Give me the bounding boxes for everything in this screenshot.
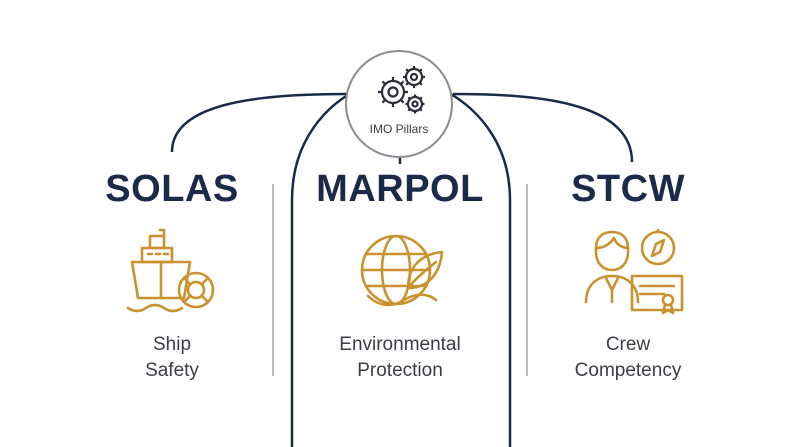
connector-left [170, 92, 348, 153]
pillar-label-stcw: Crew Competency [518, 332, 738, 384]
divider-right [526, 184, 528, 376]
globe-leaf-icon [360, 234, 444, 307]
pillar-title-stcw: STCW [571, 168, 685, 210]
pillar-label-line2: Competency [574, 360, 682, 381]
pillar-label-line1: Ship [152, 334, 192, 355]
pillar-label-solas: Ship Safety [62, 332, 282, 384]
pillar-label-marpol: Environmental Protection [290, 332, 510, 384]
connector-right [452, 92, 634, 163]
ship-lifebuoy-icon [126, 228, 215, 313]
divider-left [272, 184, 274, 376]
pillar-label-line1: Crew [605, 334, 651, 355]
pillar-label-line1: Environmental [339, 334, 461, 355]
hub-label: IMO Pillars [369, 122, 429, 136]
gears-icon [378, 66, 425, 114]
hub-circle: IMO Pillars [345, 50, 453, 158]
pillar-title-solas: SOLAS [105, 168, 239, 210]
pillar-label-line2: Safety [145, 360, 199, 381]
pillar-label-line2: Protection [357, 360, 443, 381]
crew-certificate-icon [584, 228, 684, 315]
pillar-title-marpol: MARPOL [316, 168, 484, 210]
